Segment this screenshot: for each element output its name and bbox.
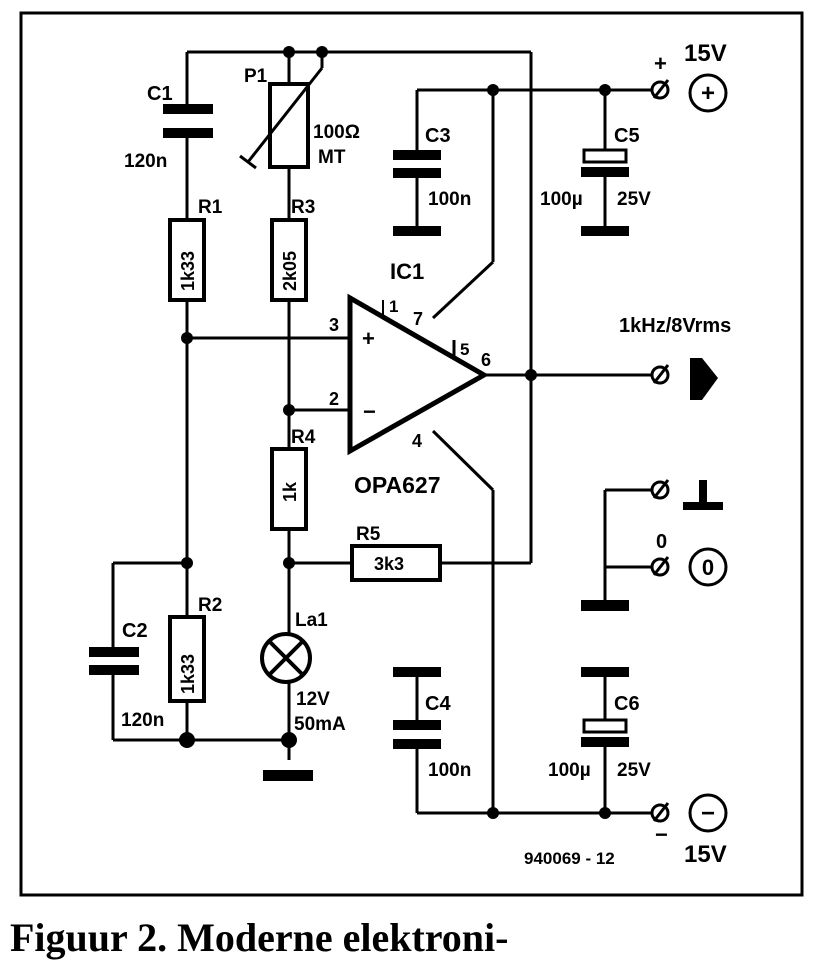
junction-dot — [283, 404, 295, 416]
c6-value: 100µ — [548, 760, 591, 781]
ic-part: OPA627 — [354, 472, 441, 498]
opamp-plus-input: + — [362, 326, 375, 351]
figure-id: 940069 - 12 — [524, 849, 615, 868]
capacitor-c3 — [393, 150, 441, 178]
minus-symbol: − — [701, 800, 715, 827]
r1-ref: R1 — [198, 197, 223, 218]
zero-symbol: 0 — [702, 555, 714, 580]
gnd-label: 0 — [656, 531, 667, 553]
pin-2: 2 — [329, 389, 339, 409]
c3-value: 100n — [428, 189, 471, 210]
c3-ref: C3 — [425, 125, 451, 147]
r4-value: 1k — [280, 481, 300, 502]
chassis-ground-icon — [683, 480, 723, 510]
c5-ref: C5 — [614, 125, 640, 147]
r2-ref: R2 — [198, 595, 222, 616]
frame-border — [19, 11, 804, 897]
junction-dot — [179, 732, 195, 748]
pin-1: 1 — [389, 297, 398, 316]
resistor-r4 — [270, 447, 308, 531]
c5-rating: 25V — [617, 189, 651, 210]
ground-symbol — [263, 770, 313, 781]
pin-3: 3 — [329, 315, 339, 335]
neg-supply-sign: − — [655, 822, 668, 847]
junction-dot — [487, 807, 499, 819]
c1-ref: C1 — [147, 83, 173, 105]
junction-dot — [283, 557, 295, 569]
p1-type: MT — [318, 147, 346, 168]
junctions — [179, 46, 611, 819]
resistor-r1 — [168, 218, 206, 302]
resistor-r5 — [350, 544, 442, 582]
capacitor-c4 — [393, 720, 441, 749]
junction-dot — [487, 84, 499, 96]
resistor-r2 — [168, 615, 206, 703]
pin-5: 5 — [460, 340, 469, 359]
labels: C1 120n R1 1k33 C2 120n R2 1k33 P1 100Ω … — [121, 40, 731, 868]
junction-dot — [181, 332, 193, 344]
schematic: C1 120n R1 1k33 C2 120n R2 1k33 P1 100Ω … — [19, 11, 804, 897]
r1-value: 1k33 — [178, 251, 198, 291]
capacitor-c6 — [581, 718, 629, 747]
pin-6: 6 — [481, 350, 491, 370]
r5-value: 3k3 — [374, 554, 404, 574]
wires — [111, 50, 652, 815]
capacitor-c5-lead — [581, 226, 629, 236]
r3-value: 2k05 — [280, 251, 300, 291]
junction-dot — [283, 46, 295, 58]
opamp-triangle — [347, 293, 490, 456]
c5-value: 100µ — [540, 189, 583, 210]
pos-supply-sign: + — [654, 51, 667, 76]
plus-symbol: + — [701, 80, 715, 107]
pos-supply-label: 15V — [684, 40, 727, 67]
plus-symbol-circle — [688, 73, 728, 113]
ic-ref: IC1 — [390, 259, 424, 284]
capacitor-c4-top — [393, 667, 441, 677]
c4-ref: C4 — [425, 693, 451, 715]
c2-ref: C2 — [122, 620, 148, 642]
la1-current: 50mA — [294, 714, 346, 735]
potentiometer-wiper — [239, 52, 324, 170]
junction-dot — [281, 732, 297, 748]
opamp-minus-input: − — [363, 399, 376, 424]
junction-dot — [525, 369, 537, 381]
figure-caption: Figuur 2. Moderne elektroni- — [10, 915, 509, 960]
resistor-r3 — [270, 218, 308, 302]
c4-value: 100n — [428, 760, 471, 781]
p1-value: 100Ω — [313, 122, 360, 143]
p1-ref: P1 — [244, 66, 268, 87]
terminal-connectors — [650, 79, 670, 823]
capacitor-c5 — [581, 148, 629, 177]
r3-ref: R3 — [291, 197, 315, 218]
junction-dot — [599, 84, 611, 96]
minus-symbol-circle — [688, 793, 728, 833]
output-label: 1kHz/8Vrms — [619, 315, 731, 337]
pin-7: 7 — [413, 309, 423, 329]
capacitor-c1 — [163, 104, 213, 138]
c6-ref: C6 — [614, 693, 640, 715]
la1-ref: La1 — [295, 610, 328, 631]
output-arrow-icon — [690, 358, 718, 400]
lamp-la1 — [260, 632, 312, 684]
zero-symbol-circle — [688, 547, 728, 587]
capacitor-c6-top — [581, 667, 629, 677]
pin-4: 4 — [412, 431, 422, 451]
c6-rating: 25V — [617, 760, 651, 781]
junction-dot — [599, 807, 611, 819]
c1-value: 120n — [124, 151, 167, 172]
capacitor-c3-lead — [393, 226, 441, 236]
junction-dot — [181, 557, 193, 569]
c2-value: 120n — [121, 710, 164, 731]
la1-voltage: 12V — [296, 689, 330, 710]
ground-symbol — [581, 600, 629, 611]
neg-supply-label: 15V — [684, 841, 727, 868]
capacitor-c2 — [89, 647, 139, 675]
r5-ref: R5 — [356, 524, 381, 545]
r2-value: 1k33 — [178, 654, 198, 694]
r4-ref: R4 — [291, 427, 316, 448]
